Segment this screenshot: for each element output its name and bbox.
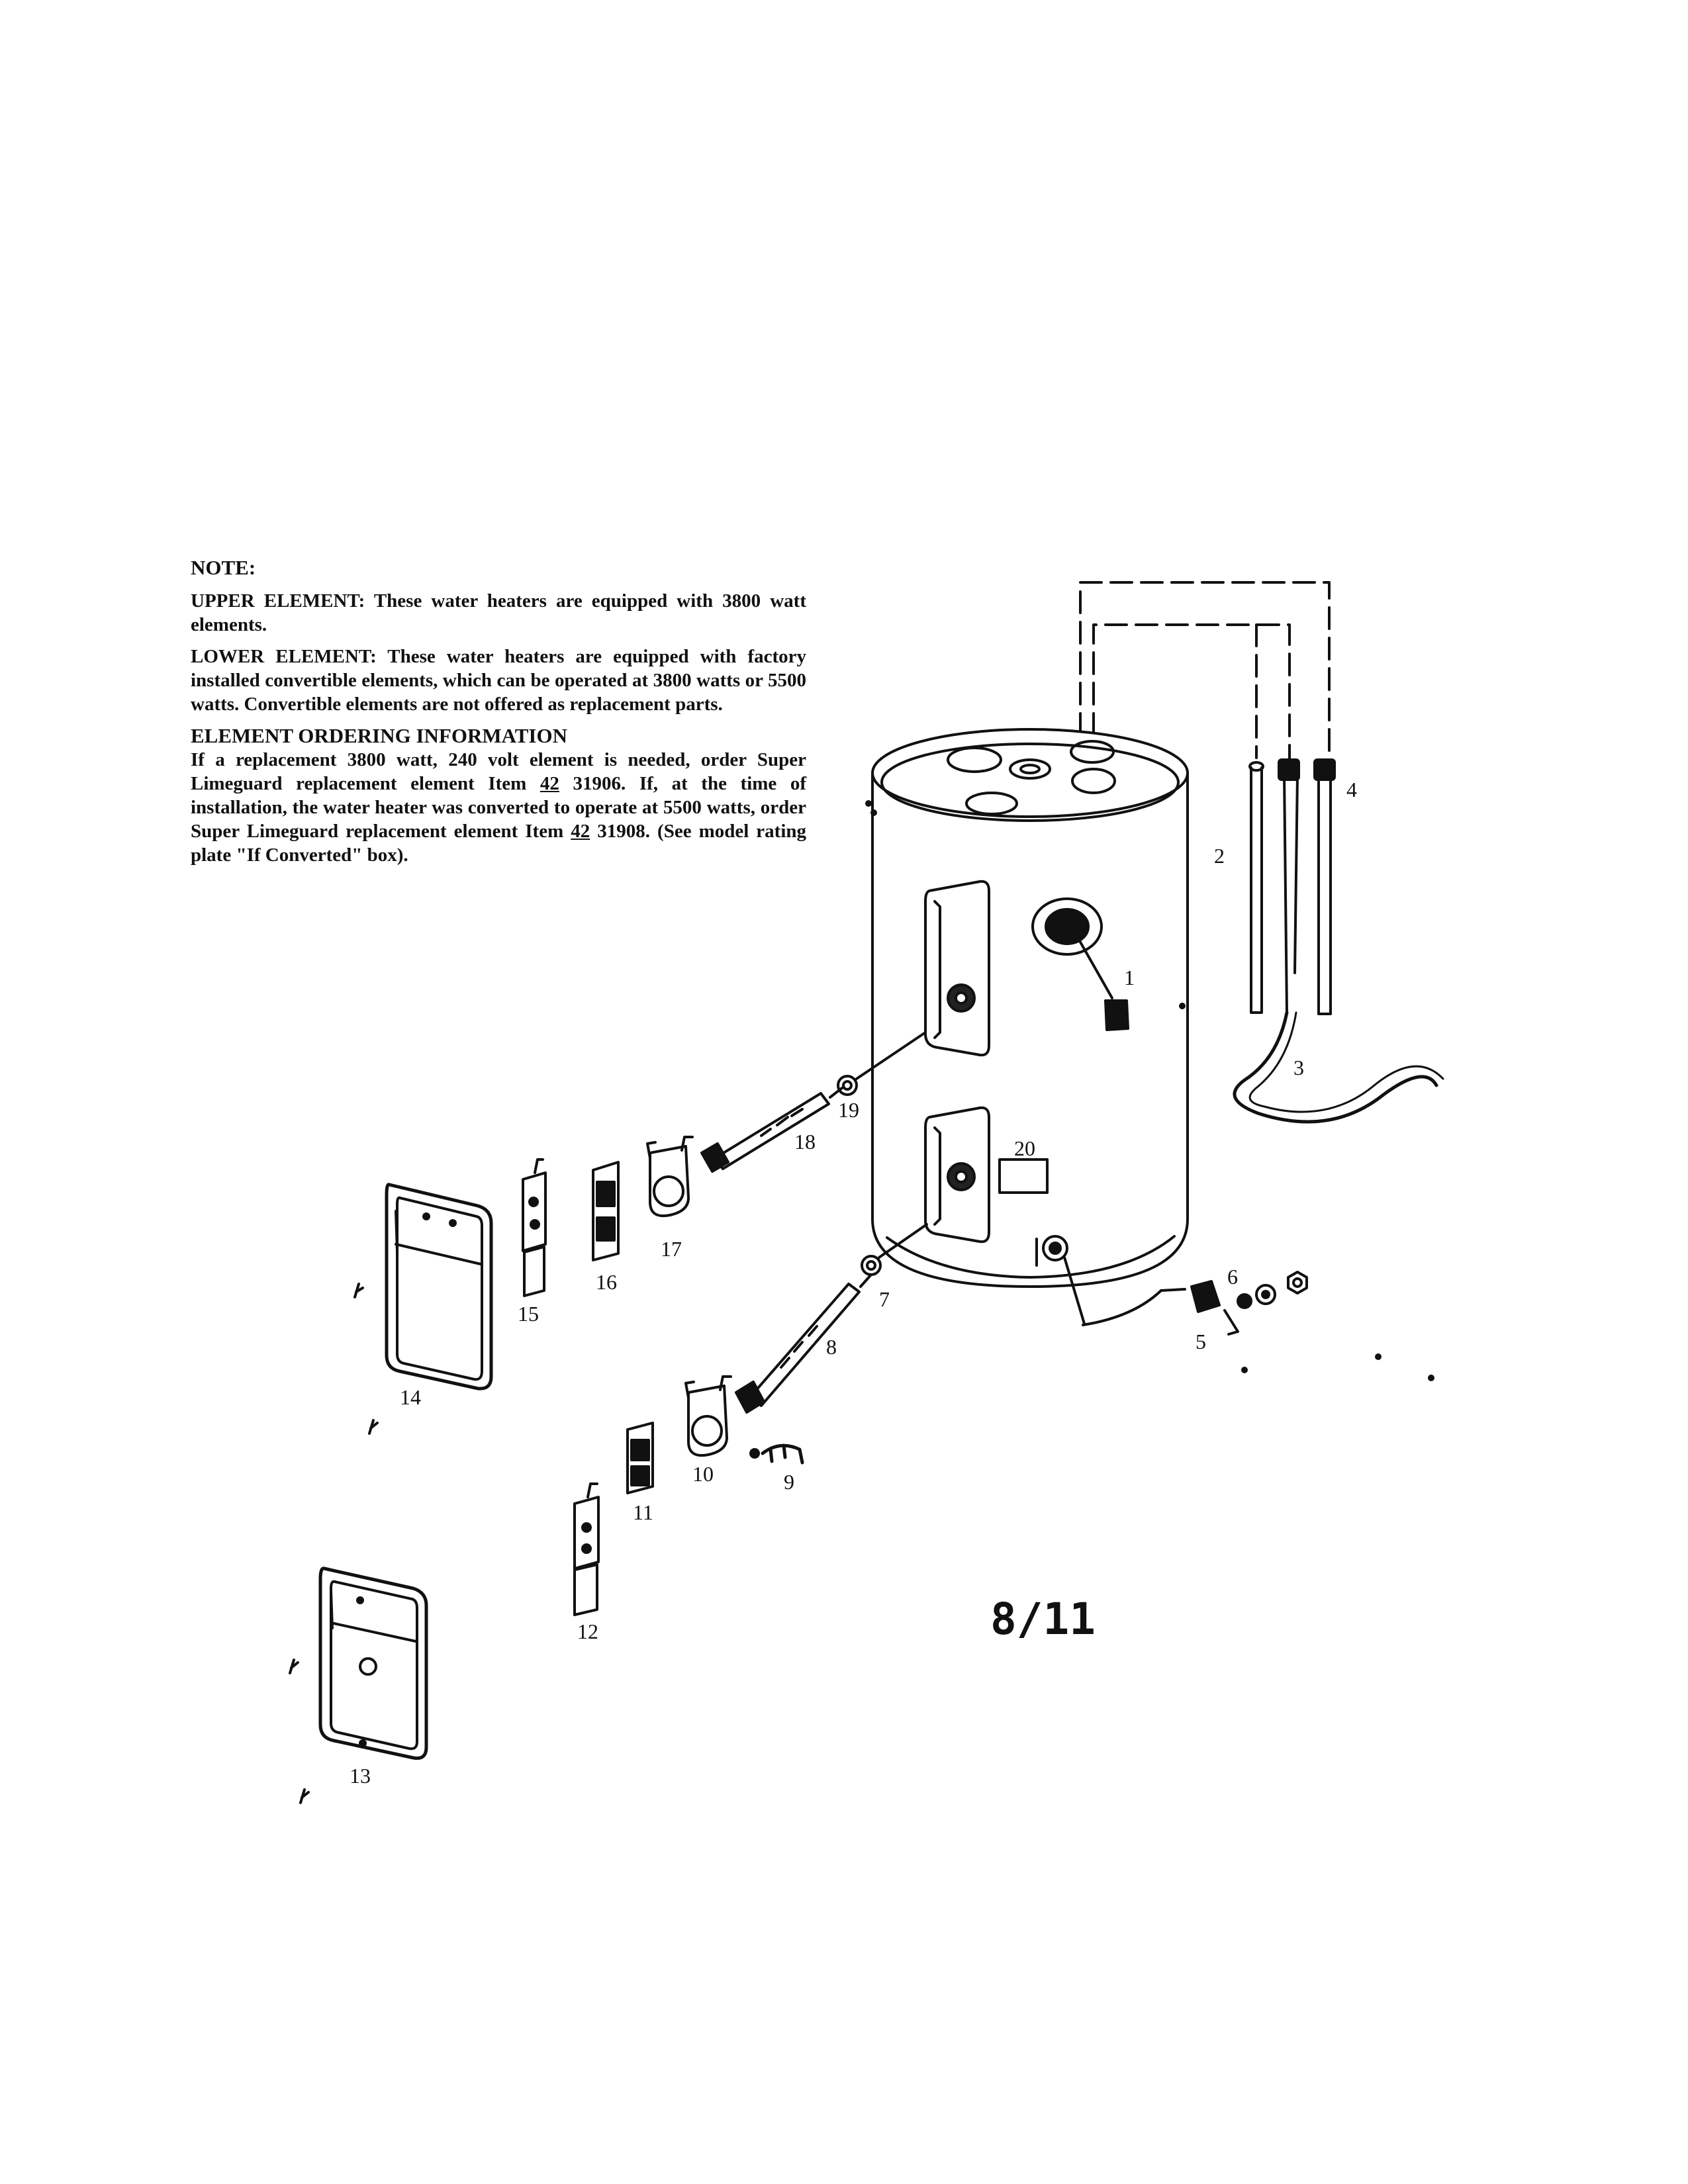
anode-rods [1248, 758, 1336, 1015]
lower-element-label: LOWER ELEMENT: [191, 646, 377, 667]
upper-element-label: UPPER ELEMENT: [191, 590, 365, 612]
upper-access-cover [385, 1183, 493, 1390]
lower-access-cover [318, 1567, 428, 1760]
dashed-leader-lines [1079, 581, 1331, 762]
upper-element-note: UPPER ELEMENT: These water heaters are e… [191, 589, 806, 637]
ordering-part-b: 31908. [597, 821, 651, 842]
flex-hose [1233, 1011, 1444, 1124]
lower-cover-screw-top [289, 1659, 299, 1674]
speck [1241, 1367, 1248, 1373]
lower-element-note: LOWER ELEMENT: These water heaters are e… [191, 645, 806, 716]
upper-thermostat-assembly [522, 1136, 694, 1297]
page-number: 8/11 [990, 1594, 1096, 1645]
note-block: NOTE: UPPER ELEMENT: These water heaters… [191, 556, 806, 875]
callout-2: 2 [1214, 844, 1225, 868]
callout-19: 19 [838, 1098, 859, 1122]
upper-cover-screw-top [353, 1283, 364, 1298]
speck [1428, 1375, 1434, 1381]
lower-access-opening [924, 1106, 990, 1244]
relief-valve [1031, 897, 1129, 1031]
callout-8: 8 [826, 1335, 837, 1359]
upper-cover-screw-bottom [368, 1419, 379, 1435]
callout-labels: 1 2 3 4 5 6 7 8 9 10 11 12 13 14 15 16 1… [350, 778, 1357, 1788]
callout-15: 15 [518, 1302, 539, 1326]
lower-element-assembly [735, 1223, 928, 1414]
water-heater-tank [871, 728, 1189, 1288]
upper-element-text: These water heaters are equipped with 38… [191, 590, 806, 635]
callout-18: 18 [794, 1130, 816, 1154]
callout-17: 17 [661, 1237, 682, 1261]
ordering-item-b: 42 [571, 821, 590, 842]
speck [1375, 1353, 1382, 1360]
ordering-heading: ELEMENT ORDERING INFORMATION [191, 724, 567, 747]
ordering-text-c: (See model rating plate "If Converted" b… [191, 821, 807, 866]
ordering-text-b: If, at the time of installation, the wat… [191, 773, 807, 842]
speck [1179, 1003, 1186, 1009]
ordering-part-a: 31906. [573, 773, 626, 794]
ordering-text: If a replacement 3800 watt, 240 volt ele… [191, 748, 806, 867]
ordering-item-a: 42 [539, 773, 559, 794]
callout-16: 16 [596, 1270, 617, 1294]
drain-valve-assembly [1035, 1235, 1308, 1336]
callout-10: 10 [692, 1462, 714, 1486]
callout-12: 12 [577, 1619, 598, 1643]
callout-1: 1 [1124, 966, 1135, 989]
speck [870, 809, 877, 816]
ordering-text-a: If a replacement 3800 watt, 240 volt ele… [191, 749, 806, 794]
lower-element-text: These water heaters are equipped with fa… [191, 646, 807, 715]
callout-6: 6 [1227, 1265, 1238, 1289]
upper-element-assembly [700, 1031, 927, 1173]
callout-4: 4 [1346, 778, 1357, 801]
rating-plate [998, 1158, 1049, 1194]
callout-13: 13 [350, 1764, 371, 1788]
callout-5: 5 [1196, 1330, 1206, 1353]
note-title: NOTE: [191, 556, 256, 579]
speck [865, 800, 872, 807]
callout-9: 9 [784, 1470, 794, 1494]
lower-cover-screw-bottom [299, 1788, 310, 1804]
callout-20: 20 [1014, 1136, 1035, 1160]
callout-11: 11 [633, 1500, 653, 1524]
callout-14: 14 [400, 1385, 421, 1409]
upper-access-opening [924, 880, 990, 1057]
callout-7: 7 [879, 1287, 890, 1311]
callout-3: 3 [1293, 1056, 1304, 1079]
lower-thermostat-assembly [573, 1375, 804, 1616]
